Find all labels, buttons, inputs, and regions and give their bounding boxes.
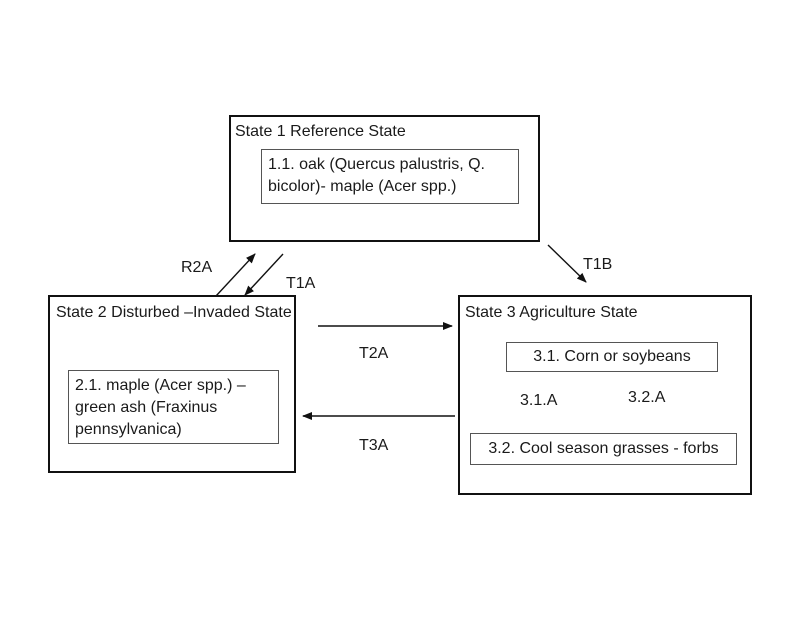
state-3-title: State 3 Agriculture State [465, 304, 638, 321]
arrow-t1a [244, 253, 284, 296]
label-t1a: T1A [286, 275, 316, 292]
label-t2a: T2A [359, 345, 389, 362]
arrow-r2a [215, 253, 256, 297]
label-p31a: 3.1.A [520, 392, 558, 409]
state-1-title: State 1 Reference State [235, 123, 406, 140]
phase-1-1-box: 1.1. oak (Quercus palustris, Q. bicolor)… [261, 149, 519, 204]
phase-2-1-box: 2.1. maple (Acer spp.) – green ash (Frax… [68, 370, 279, 444]
label-r2a: R2A [181, 259, 213, 276]
arrow-t1b [547, 244, 587, 283]
state-2-title: State 2 Disturbed –Invaded State [56, 304, 292, 321]
phase-3-1-box: 3.1. Corn or soybeans [506, 342, 718, 372]
phase-3-2-box: 3.2. Cool season grasses - forbs [470, 433, 737, 465]
state-3-box [458, 295, 752, 495]
label-t3a: T3A [359, 437, 389, 454]
label-t1b: T1B [583, 256, 613, 273]
label-p32a: 3.2.A [628, 389, 666, 406]
